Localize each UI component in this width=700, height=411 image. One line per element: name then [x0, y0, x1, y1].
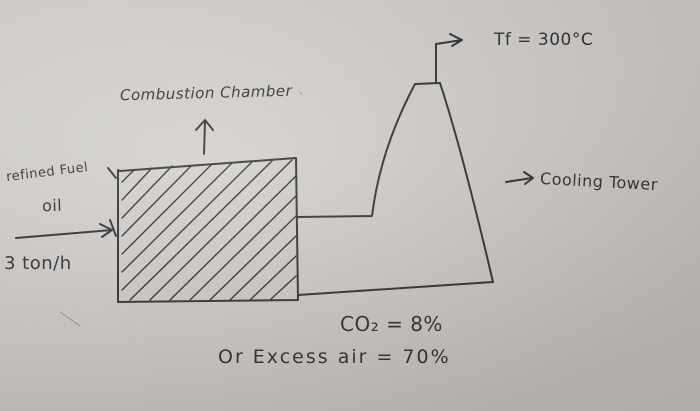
- flue-temperature-label: Tf = 300°C: [494, 30, 594, 50]
- fuel-rate-label: 3 ton/h: [4, 253, 72, 274]
- duct-and-cooling-tower: [297, 82, 494, 296]
- stack-outlet-line: [435, 33, 463, 84]
- stray-pencil-marks: [59, 91, 303, 327]
- oil-label: oil: [41, 195, 63, 216]
- fuel-inlet-tick: [109, 219, 117, 237]
- oil-arrow-tick: [107, 167, 117, 179]
- co2-label: CO₂ = 8%: [340, 312, 443, 336]
- fuel-inlet-arrow: [15, 223, 113, 239]
- cooling-tower-pointer-arrow: [505, 171, 534, 185]
- excess-air-label: Or Excess air = 70%: [218, 346, 451, 368]
- chamber-hatching: [121, 159, 297, 301]
- chamber-up-arrow: [195, 119, 214, 155]
- combustion-chamber-box: [117, 157, 299, 303]
